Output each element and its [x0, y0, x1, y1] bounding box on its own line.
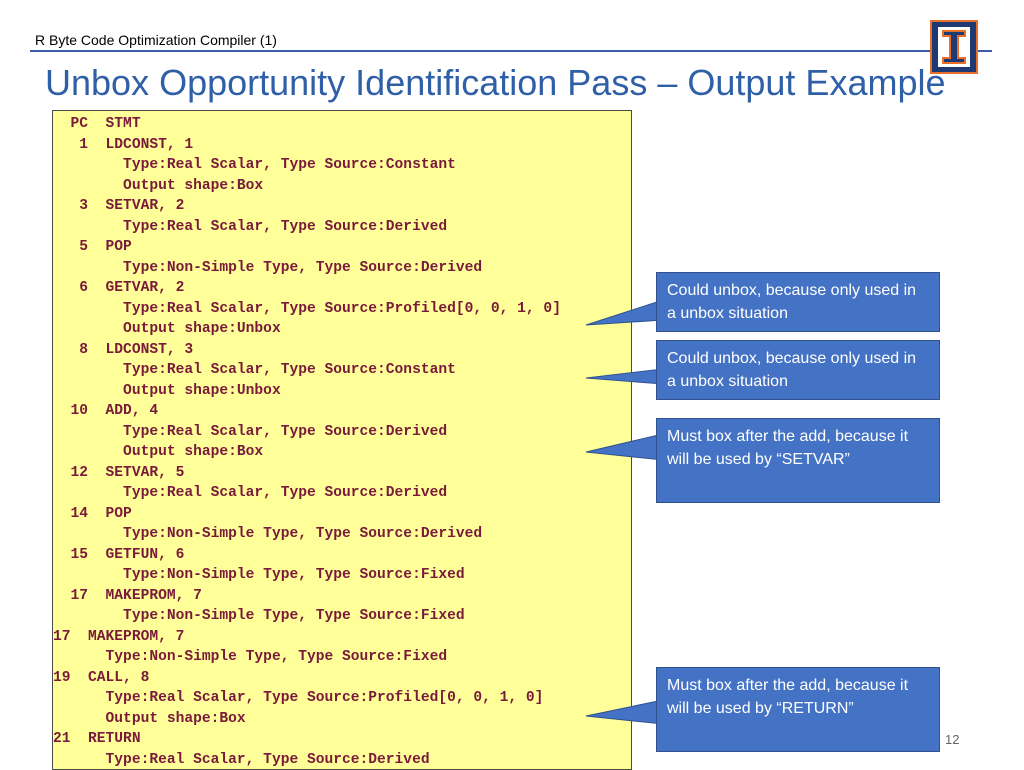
callout-pointer — [586, 700, 663, 724]
callout-must-box-return: Must box after the add, because it will … — [656, 667, 940, 752]
page-number: 12 — [945, 732, 959, 747]
callout-pointer — [586, 300, 663, 325]
callout-pointer — [586, 369, 663, 384]
callout-could-unbox-1: Could unbox, because only used in a unbo… — [656, 272, 940, 332]
callout-must-box-setvar: Must box after the add, because it will … — [656, 418, 940, 503]
callout-could-unbox-2: Could unbox, because only used in a unbo… — [656, 340, 940, 400]
callout-pointer — [586, 434, 663, 460]
